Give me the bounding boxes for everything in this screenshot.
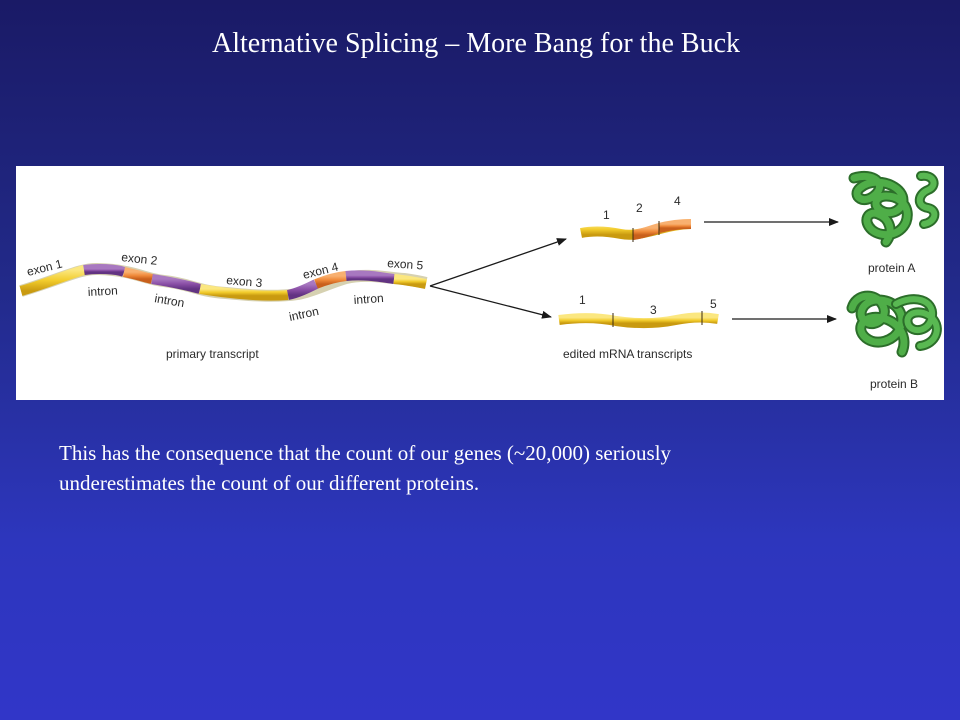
protein-b-label: protein B bbox=[870, 377, 918, 391]
mrna-top bbox=[580, 219, 692, 242]
body-line-1: This has the consequence that the count … bbox=[59, 441, 672, 465]
exon-4-segment bbox=[314, 271, 347, 289]
mrna-bottom bbox=[558, 311, 719, 329]
exon-3-segment bbox=[199, 284, 289, 301]
exon-5-segment bbox=[393, 274, 427, 289]
intron-a-segment bbox=[83, 263, 126, 277]
splicing-diagram-svg: exon 1 exon 2 exon 3 exon 4 exon 5 intro… bbox=[19, 170, 942, 391]
mrna-bottom-label-5: 5 bbox=[710, 297, 717, 311]
body-line-2: underestimates the count of our differen… bbox=[59, 471, 480, 495]
intron-c-segment bbox=[286, 279, 319, 300]
label-intron-b: intron bbox=[153, 291, 185, 310]
mrna-top-label-2: 2 bbox=[636, 201, 643, 215]
intron-b-segment bbox=[151, 274, 202, 294]
protein-b-ribbon bbox=[846, 290, 942, 358]
splicing-diagram: exon 1 exon 2 exon 3 exon 4 exon 5 intro… bbox=[16, 166, 944, 400]
exon-2-segment bbox=[122, 267, 154, 284]
protein-a-label: protein A bbox=[868, 261, 915, 275]
intron-d-segment bbox=[345, 270, 395, 284]
mrna-bottom-label-1: 1 bbox=[579, 293, 586, 307]
primary-transcript bbox=[19, 262, 428, 302]
mrna-caption: edited mRNA transcripts bbox=[563, 347, 692, 361]
exon-1-segment bbox=[19, 265, 86, 296]
mrna-bottom-label-3: 3 bbox=[650, 303, 657, 317]
label-intron-c: intron bbox=[288, 304, 320, 324]
arrow-to-top-mrna bbox=[429, 238, 567, 287]
slide-title: Alternative Splicing – More Bang for the… bbox=[212, 28, 740, 59]
protein-a-ribbon bbox=[848, 170, 940, 248]
mrna-top-label-4: 4 bbox=[674, 194, 681, 208]
arrow-to-bottom-mrna bbox=[429, 285, 552, 319]
label-exon-3: exon 3 bbox=[226, 273, 263, 290]
label-exon-2: exon 2 bbox=[121, 250, 159, 268]
mrna-top-label-1: 1 bbox=[603, 208, 610, 222]
primary-transcript-caption: primary transcript bbox=[166, 347, 259, 361]
label-intron-d: intron bbox=[353, 291, 384, 307]
label-intron-a: intron bbox=[87, 283, 118, 299]
body-paragraph: This has the consequence that the count … bbox=[59, 438, 919, 498]
label-exon-5: exon 5 bbox=[387, 256, 424, 273]
